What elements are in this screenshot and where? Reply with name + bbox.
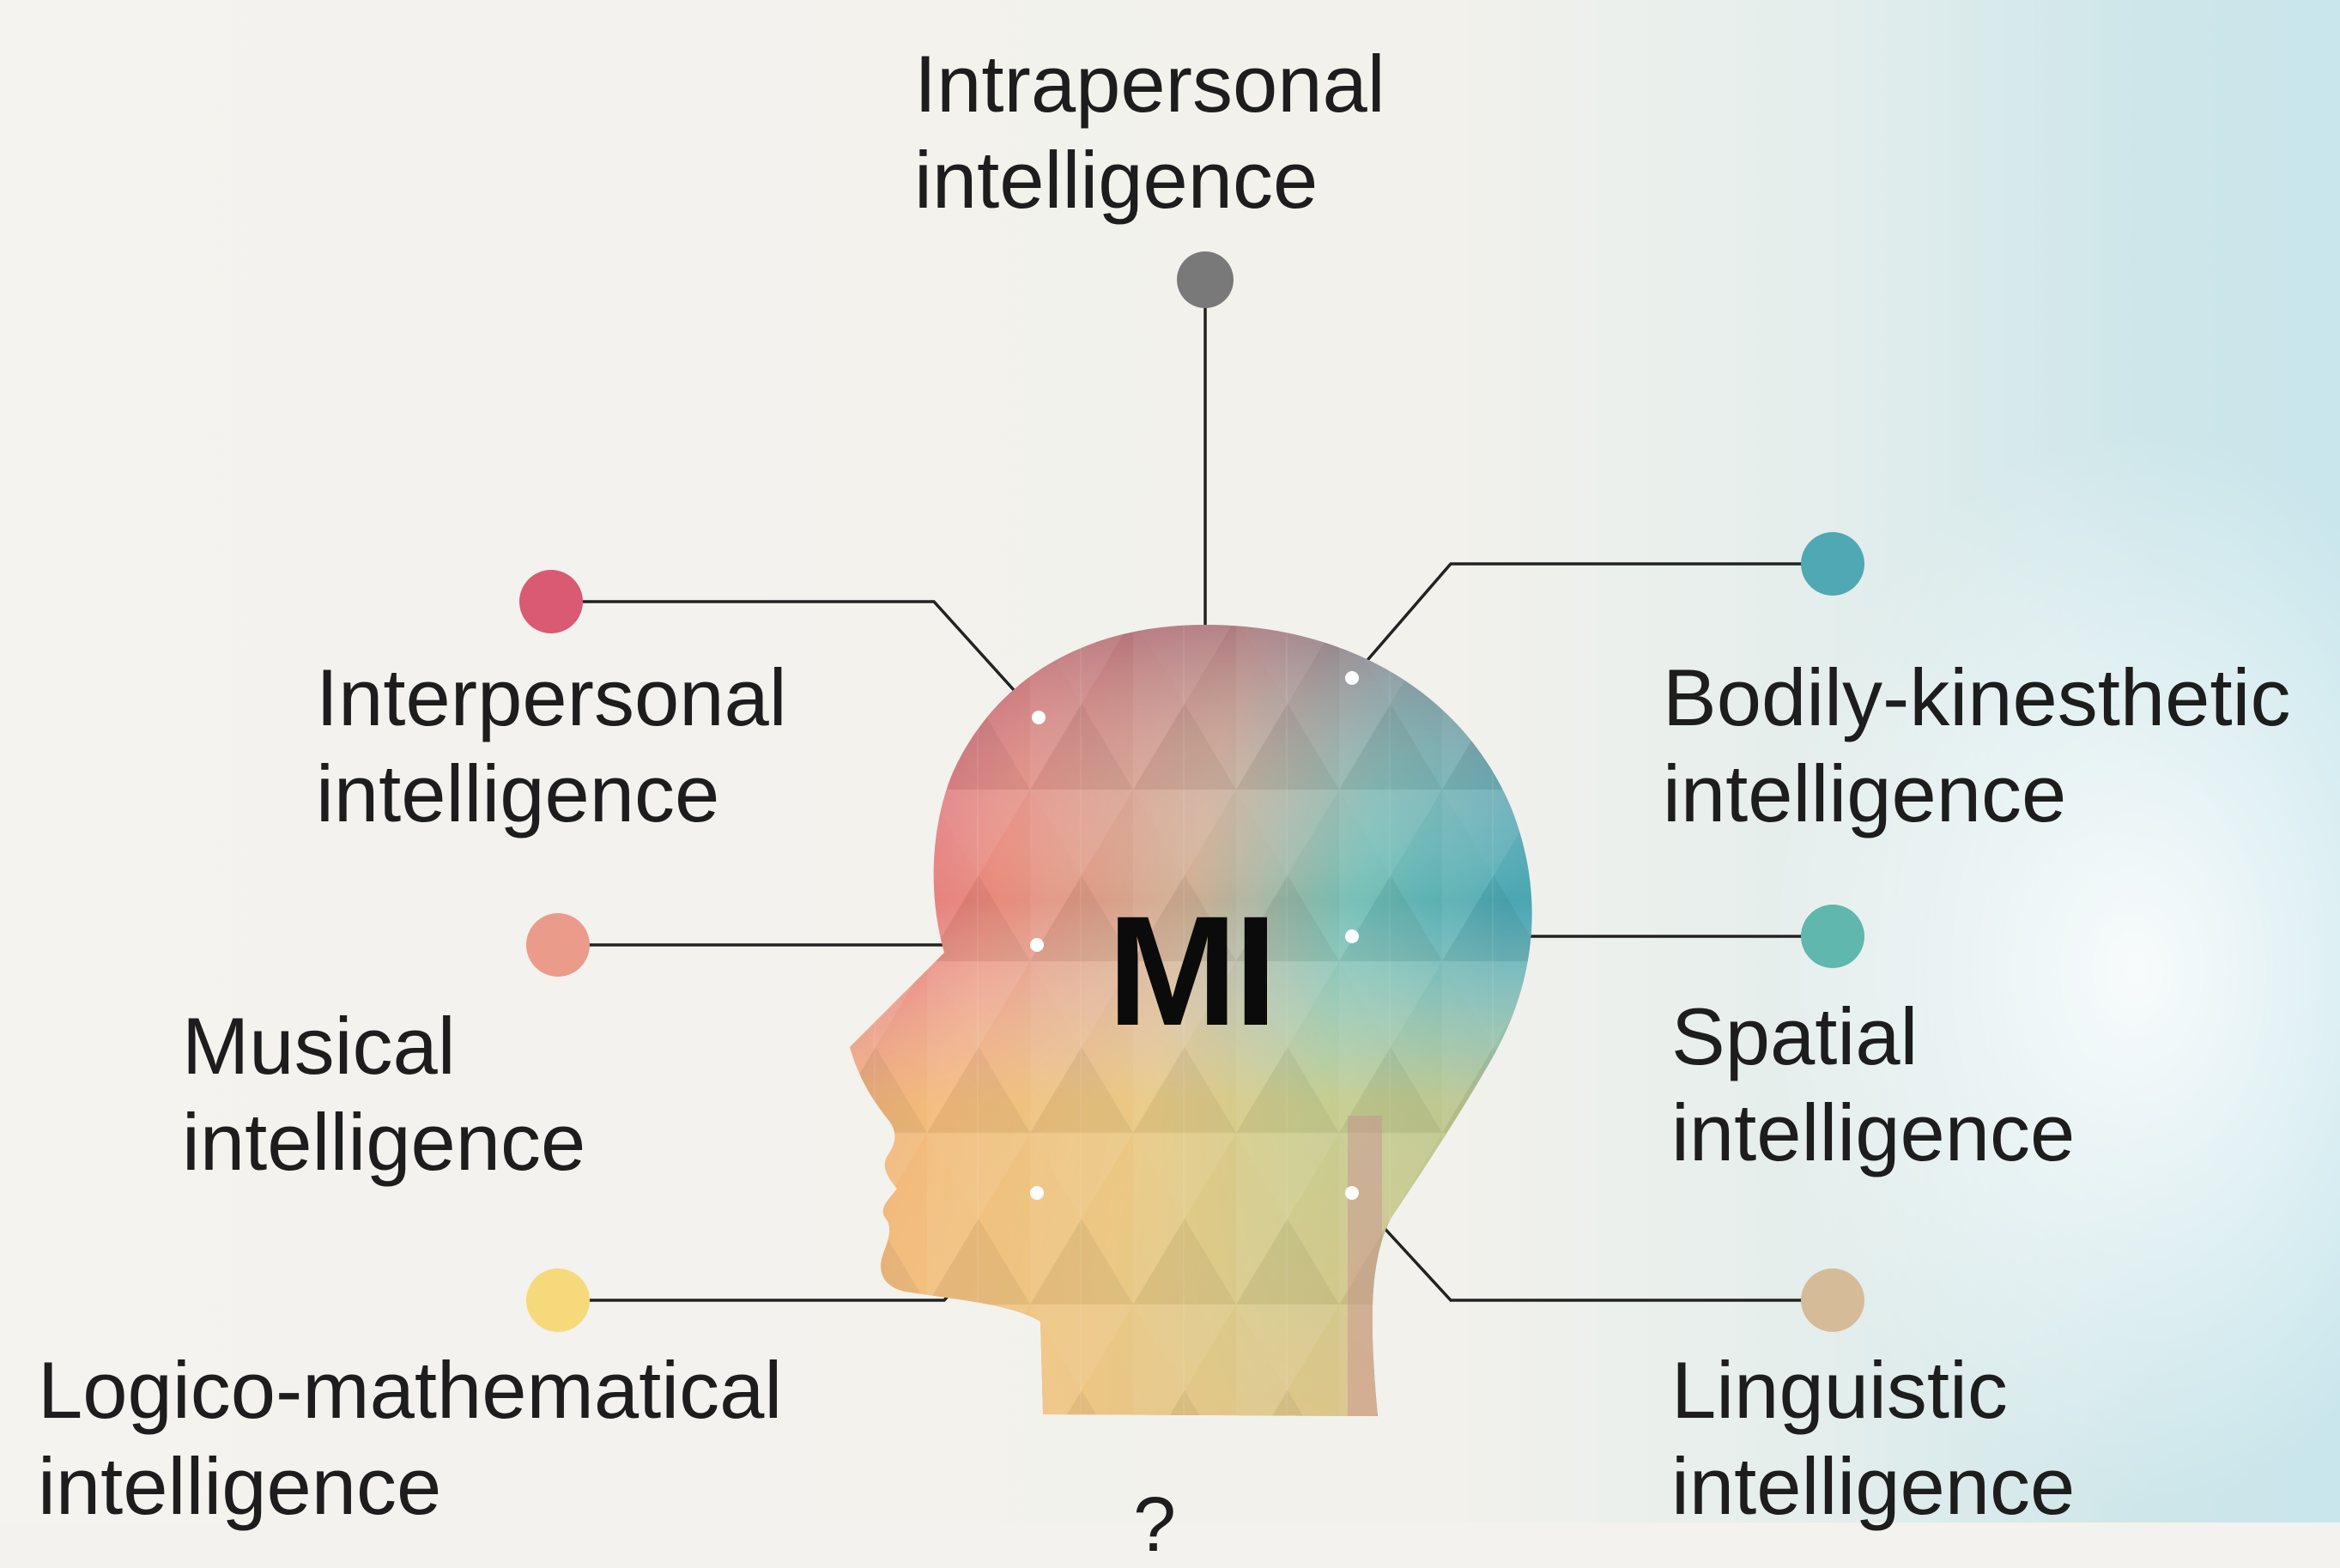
label-musical: Musical intelligence	[182, 998, 585, 1190]
connector-linguistic	[1350, 1191, 1833, 1302]
label-line1: Linguistic	[1671, 1345, 2008, 1435]
spatial-dot	[1801, 905, 1864, 968]
label-line1: Bodily-kinesthetic	[1663, 652, 2291, 742]
label-line2: intelligence	[1671, 1087, 2076, 1178]
label-line1: Logico-mathematical	[38, 1345, 783, 1435]
interpersonal-dot	[519, 570, 583, 633]
logico-mathematical-dot	[526, 1268, 590, 1332]
bottom-partial-text: ?	[1133, 1482, 1177, 1568]
label-intrapersonal: Intrapersonal intelligence	[914, 36, 1385, 228]
label-line2: intelligence	[316, 748, 720, 838]
connector-interpersonal	[551, 600, 1040, 719]
label-line2: intelligence	[914, 135, 1319, 225]
label-linguistic: Linguistic intelligence	[1671, 1342, 2075, 1535]
mi-diagram	[519, 251, 1864, 1416]
label-line1: Spatial	[1671, 991, 1919, 1081]
label-line2: intelligence	[1671, 1441, 2076, 1531]
musical-dot	[526, 913, 590, 977]
linguistic-dot	[1801, 1268, 1864, 1332]
connector-bodily-kinesthetic	[1350, 562, 1833, 680]
label-logico-mathematical: Logico-mathematical intelligence	[38, 1342, 782, 1535]
label-bodily-kinesthetic: Bodily-kinesthetic intelligence	[1663, 650, 2290, 842]
endpoint-dots	[519, 251, 1864, 1332]
label-line1: Musical	[182, 1001, 456, 1091]
label-line1: Interpersonal	[316, 652, 787, 742]
label-interpersonal: Interpersonal intelligence	[316, 650, 787, 842]
label-line2: intelligence	[38, 1441, 442, 1531]
intrapersonal-dot	[1177, 251, 1234, 308]
center-mi-label: MI	[1107, 883, 1277, 1058]
label-line1: Intrapersonal	[914, 39, 1385, 129]
bodily-kinesthetic-dot	[1801, 532, 1864, 596]
junction-dots	[1030, 671, 1359, 1200]
label-spatial: Spatial intelligence	[1671, 989, 2075, 1181]
label-line2: intelligence	[182, 1097, 586, 1187]
label-line2: intelligence	[1663, 748, 2067, 838]
